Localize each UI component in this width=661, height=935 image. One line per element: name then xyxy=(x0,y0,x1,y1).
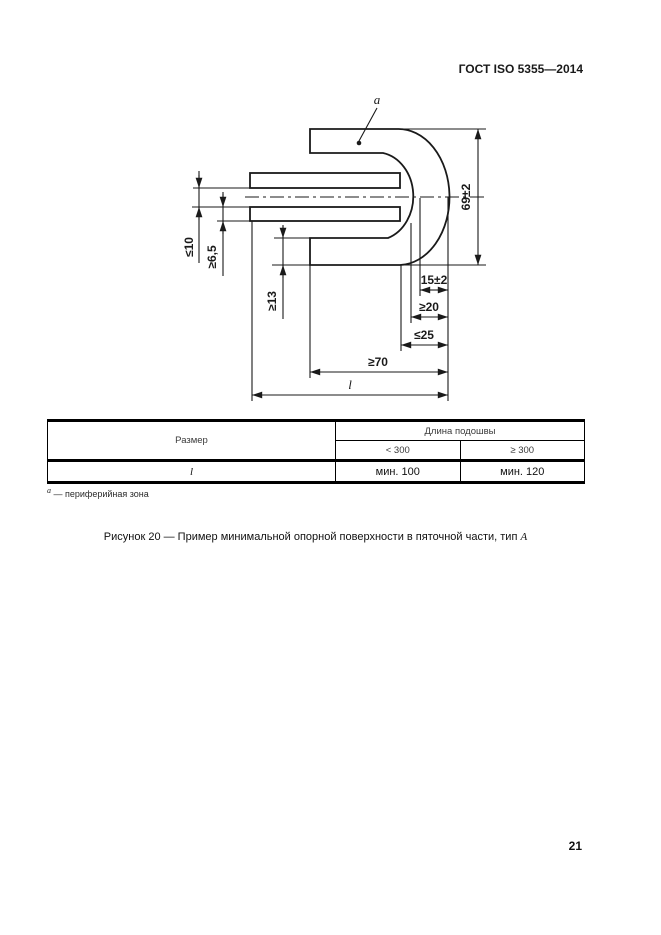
sole-plate-upper xyxy=(249,172,401,189)
col-header-size: Размер xyxy=(47,420,336,461)
dim-label-ge70: ≥70 xyxy=(368,355,388,369)
standard-number-header: ГОСТ ISO 5355—2014 xyxy=(458,62,583,76)
footnote-marker: a xyxy=(47,486,51,495)
subcol-lt300: < 300 xyxy=(335,440,461,461)
subcol-ge300: ≥ 300 xyxy=(459,440,585,461)
table-header-row: Размер Длина подошвы xyxy=(47,420,585,461)
dimension-lines xyxy=(195,129,482,399)
cell-min-ge300: мин. 120 xyxy=(459,459,585,483)
sole-plate-lower xyxy=(249,206,401,222)
cell-min-lt300: мин. 100 xyxy=(335,459,461,483)
dim-label-l: l xyxy=(348,377,352,392)
callout-label: a xyxy=(374,92,381,107)
dim-label-ge13: ≥13 xyxy=(265,291,279,311)
callout-leader-line xyxy=(358,107,378,142)
dim-label-ge20: ≥20 xyxy=(419,300,439,314)
table-row: l мин. 100 мин. 120 xyxy=(47,459,585,483)
extension-lines xyxy=(192,128,486,401)
dim-label-69: 69±2 xyxy=(459,183,473,210)
cell-size-l: l xyxy=(47,459,336,483)
sole-length-table: Размер Длина подошвы < 300 ≥ 300 l мин. … xyxy=(47,419,585,484)
heel-piece-outline xyxy=(309,128,451,266)
dim-label-ge6-5: ≥6,5 xyxy=(205,245,219,269)
dim-label-le25: ≤25 xyxy=(414,328,434,342)
table-subheader-row: < 300 ≥ 300 xyxy=(48,440,585,461)
footnote: a — периферийная зона xyxy=(47,486,149,499)
figure-caption-type: А xyxy=(520,531,528,543)
callout-dot xyxy=(356,140,362,146)
col-header-sole-length: Длина подошвы xyxy=(335,420,585,441)
dim-label-le10: ≤10 xyxy=(182,237,196,257)
figure-20-technical-drawing: a ≤10 ≥6,5 ≥13 69±2 15±2 ≥20 ≤25 ≥70 l xyxy=(182,92,487,401)
dim-label-15: 15±2 xyxy=(421,273,448,287)
page-number: 21 xyxy=(568,839,582,853)
figure-caption: Рисунок 20 — Пример минимальной опорной … xyxy=(0,531,631,543)
footnote-text: — периферийная зона xyxy=(53,489,149,499)
figure-caption-text: Рисунок 20 — Пример минимальной опорной … xyxy=(103,531,521,543)
